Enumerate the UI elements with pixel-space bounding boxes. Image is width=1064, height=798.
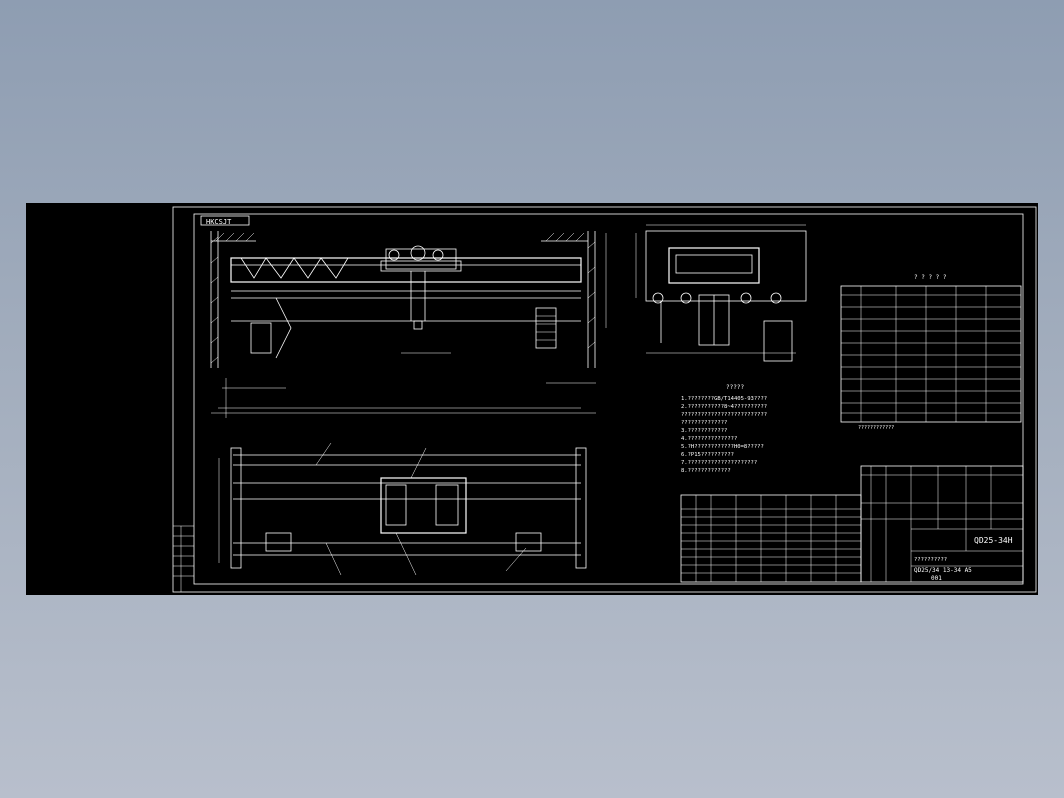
- title-name-line: QD25/34 13-34 A5: [914, 567, 972, 574]
- spec-table: [840, 285, 1022, 423]
- side-elevation: [635, 224, 807, 362]
- outer-border: [172, 206, 1037, 593]
- note-8: 6.?P15??????????: [681, 452, 734, 458]
- note-4: ??????????????: [681, 420, 727, 426]
- notes-heading: ?????: [726, 384, 744, 391]
- sheet-number: 001: [931, 575, 942, 582]
- note-9: 7.?????????????????????: [681, 460, 757, 466]
- front-elevation: [210, 231, 607, 418]
- inner-border: [193, 213, 1024, 585]
- cad-drawing-canvas[interactable]: HKCSJT: [26, 203, 1038, 595]
- margin-table: [173, 525, 194, 592]
- right-table-heading: ? ? ? ? ?: [914, 274, 947, 281]
- right-table-footer: ????????????: [858, 425, 894, 431]
- drawing-number: QD25-34H: [974, 536, 1013, 545]
- note-5: 3.????????????: [681, 428, 727, 434]
- title-block: [860, 465, 1024, 583]
- note-3: ??????????????????????????: [681, 412, 767, 418]
- label-box: [200, 215, 250, 226]
- top-left-label: HKCSJT: [206, 218, 232, 226]
- plan-view: [218, 442, 587, 576]
- note-10: 8.?????????????: [681, 468, 731, 474]
- data-table: [680, 494, 862, 583]
- note-1: 1.????????GB/T14405-93????: [681, 396, 767, 402]
- drawing-sheet: HKCSJT: [172, 206, 1037, 593]
- note-7: 5.?H????????????H0=8?????: [681, 444, 764, 450]
- note-6: 4.???????????????: [681, 436, 737, 442]
- notes-block: 1.????????GB/T14405-93???? 2.???????????…: [681, 396, 767, 474]
- note-2: 2.???????????8~4??????????: [681, 404, 767, 410]
- title-note-line: ??????????: [914, 557, 947, 563]
